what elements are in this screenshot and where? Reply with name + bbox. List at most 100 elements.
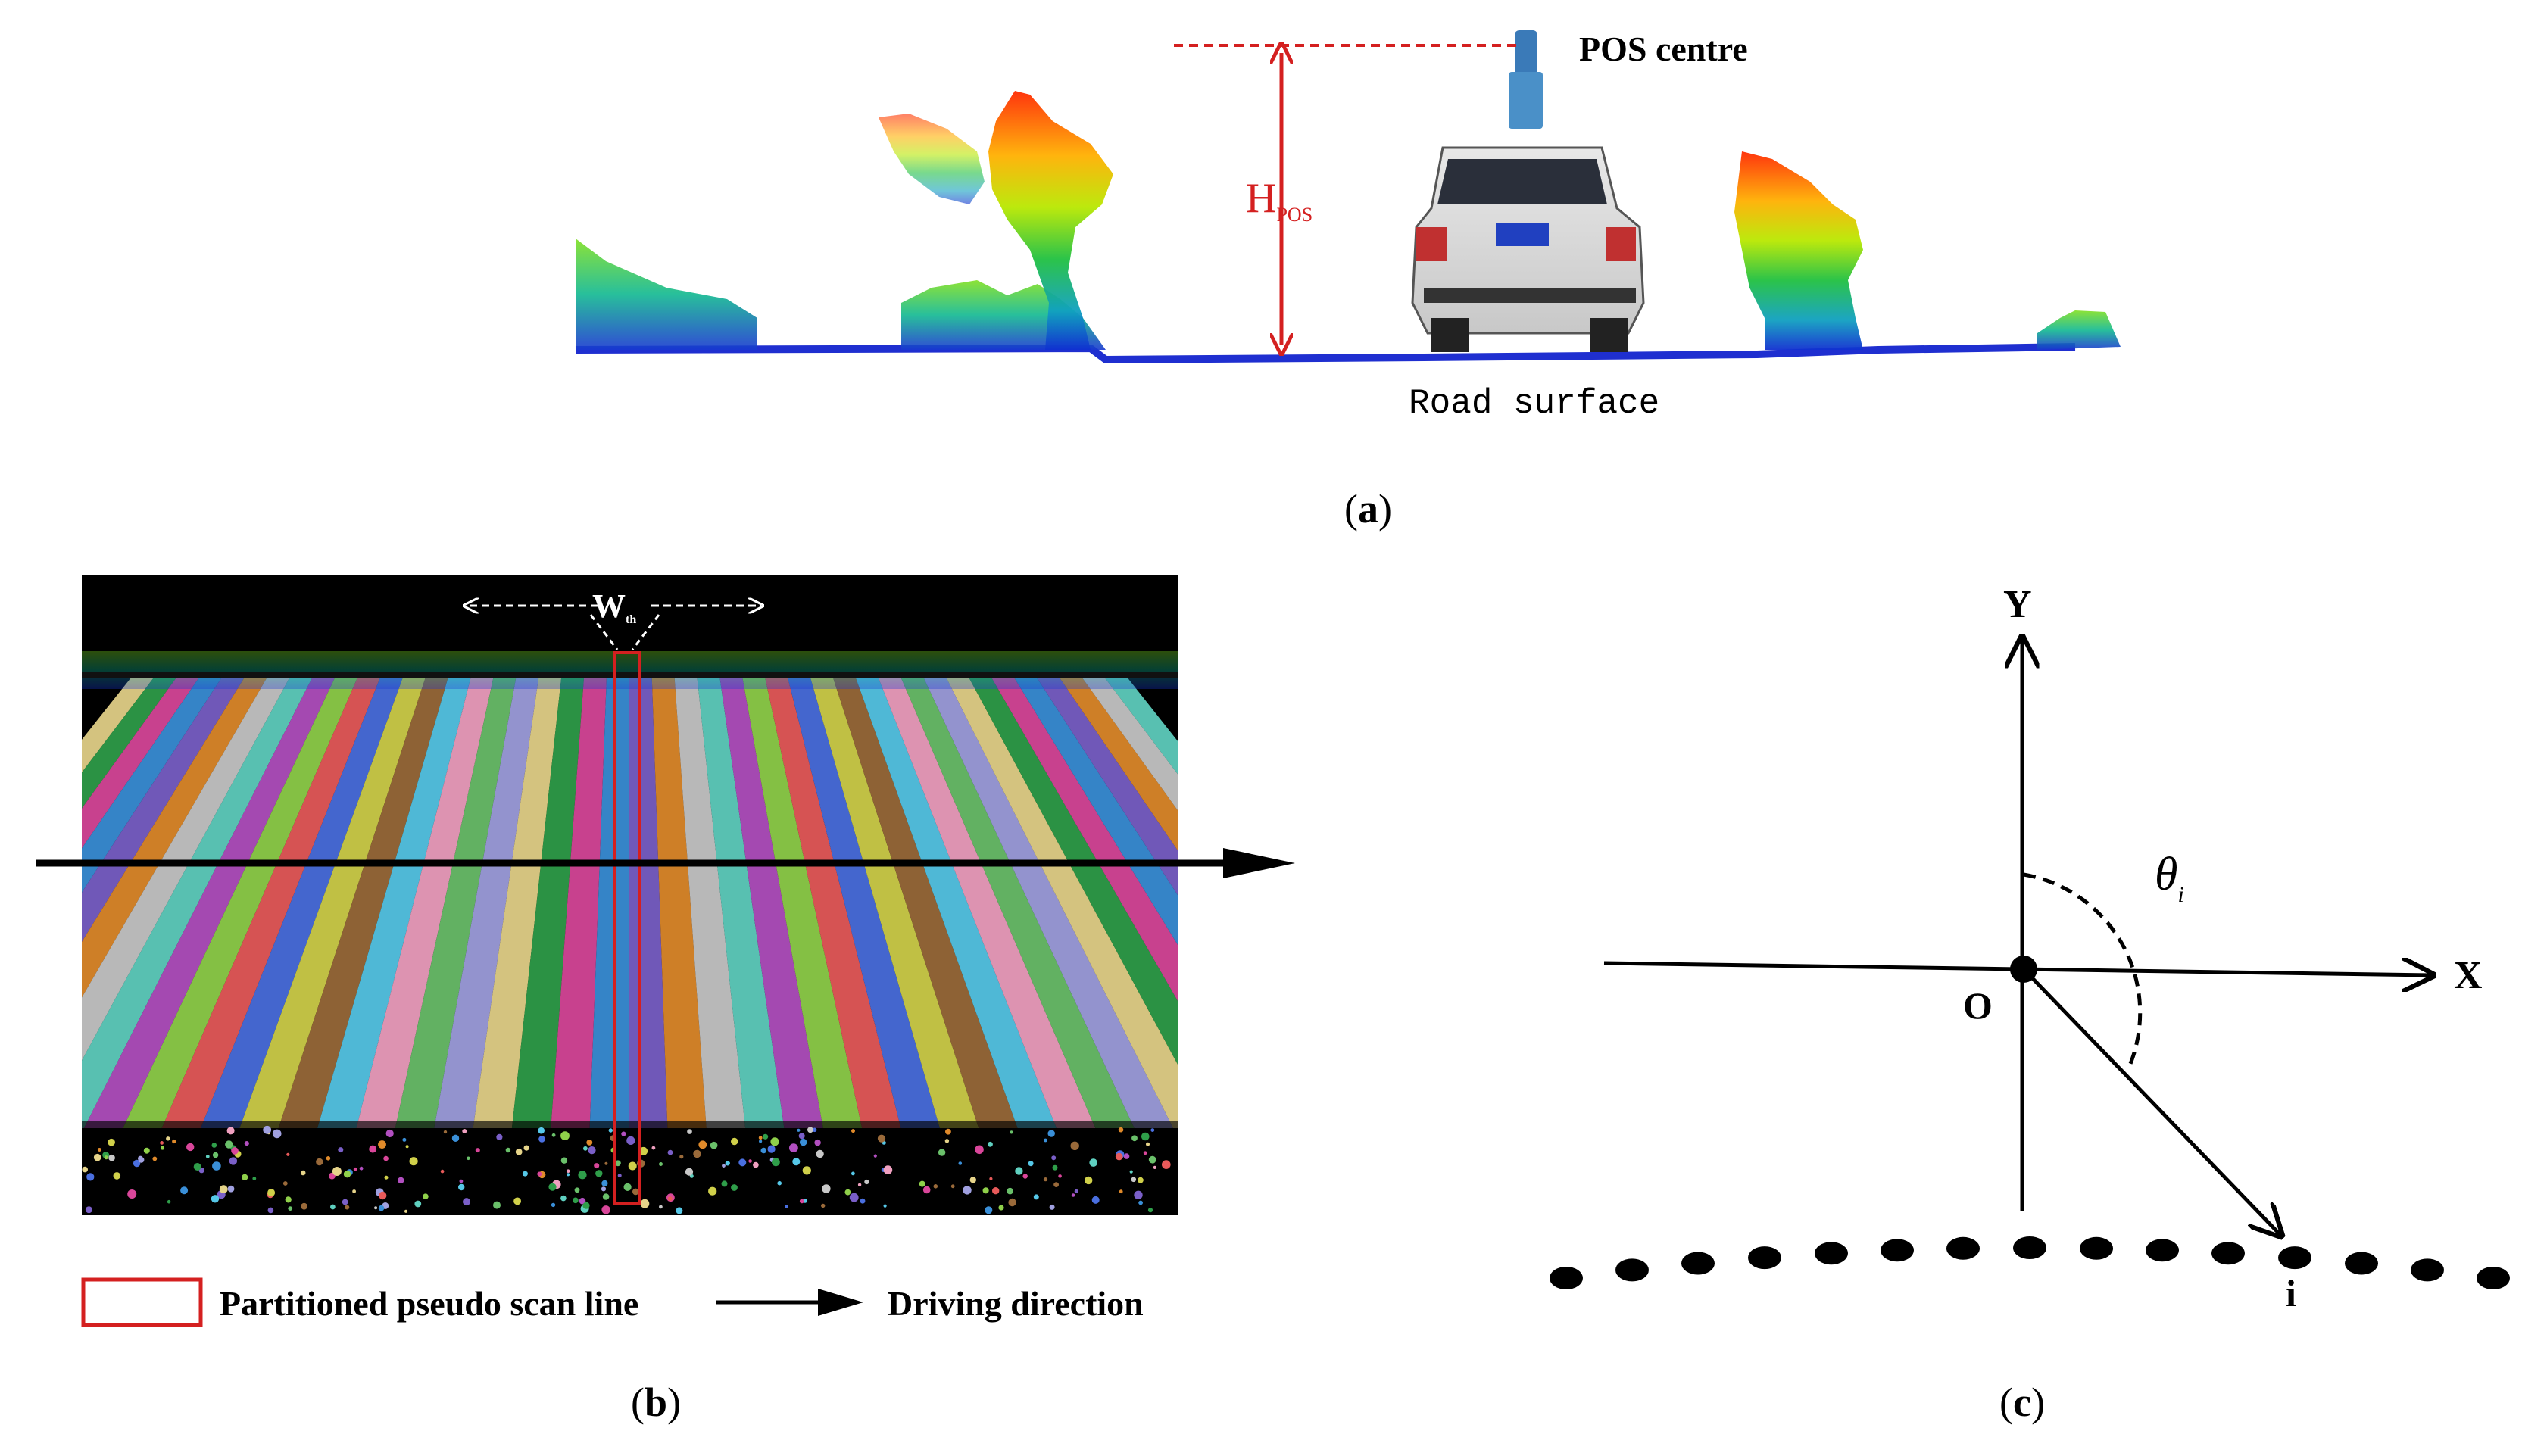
speckle xyxy=(758,1136,763,1140)
scan-stripe xyxy=(82,675,314,1128)
speckle xyxy=(167,1199,171,1204)
speckle xyxy=(384,1175,389,1180)
speckle xyxy=(722,1164,726,1168)
speckle xyxy=(212,1161,221,1171)
scan-stripe xyxy=(719,675,823,1128)
theta-label: θi xyxy=(2155,849,2184,907)
speckle xyxy=(676,1207,683,1214)
speckle xyxy=(463,1198,470,1206)
point-i-label: i xyxy=(2286,1272,2296,1314)
scan-point xyxy=(2345,1252,2378,1275)
speckle xyxy=(849,1193,859,1202)
scan-stripe xyxy=(944,675,1178,1128)
speckle xyxy=(1129,1170,1133,1174)
speckle xyxy=(551,1133,556,1137)
speckle xyxy=(316,1158,323,1166)
speckle xyxy=(626,1136,635,1145)
speckle xyxy=(282,1181,288,1186)
speckle xyxy=(816,1149,824,1158)
speckle xyxy=(1051,1155,1057,1161)
scan-stripe xyxy=(1057,675,1178,852)
scan-stripe xyxy=(651,675,707,1128)
scan-point xyxy=(1748,1246,1781,1270)
speckle xyxy=(604,1161,608,1165)
speckle xyxy=(1008,1198,1016,1207)
speckle xyxy=(404,1209,408,1213)
speckle xyxy=(160,1146,165,1150)
speckle xyxy=(992,1187,1000,1195)
scan-point xyxy=(1550,1267,1583,1289)
speckle xyxy=(582,1202,590,1209)
speckle xyxy=(679,1155,684,1159)
speckle xyxy=(950,1184,955,1189)
speckle xyxy=(969,1177,977,1183)
speckle xyxy=(85,1206,92,1214)
speckle xyxy=(864,1179,869,1185)
speckle xyxy=(710,1141,718,1149)
speckle xyxy=(1070,1141,1079,1151)
speckle xyxy=(359,1166,364,1171)
speckle xyxy=(560,1195,567,1202)
speckle xyxy=(409,1157,418,1166)
speckle xyxy=(573,1197,579,1204)
speckle xyxy=(219,1185,228,1194)
speckle xyxy=(127,1189,137,1199)
theta-arc xyxy=(2023,872,2143,1071)
speckle xyxy=(958,1161,963,1165)
scan-point xyxy=(1615,1258,1649,1282)
speckle xyxy=(496,1133,503,1140)
speckle xyxy=(330,1204,336,1210)
speckle xyxy=(659,1162,663,1166)
speckle xyxy=(799,1199,804,1204)
scan-point xyxy=(2080,1236,2113,1260)
speckle xyxy=(205,1155,210,1158)
speckle xyxy=(1131,1177,1137,1183)
speckle xyxy=(1123,1153,1130,1159)
speckle xyxy=(193,1163,201,1171)
speckle xyxy=(566,1169,570,1173)
scan-stripe xyxy=(434,675,539,1128)
speckle xyxy=(285,1196,292,1203)
scan-stripe xyxy=(900,675,1135,1128)
left-curb-cloud xyxy=(576,239,757,350)
width-leader-left xyxy=(589,614,619,650)
speckle xyxy=(919,1180,925,1187)
speckle xyxy=(82,1166,88,1173)
scan-stripe xyxy=(764,675,901,1128)
speckle xyxy=(1044,1138,1047,1143)
speckle xyxy=(574,1187,580,1193)
scan-stripe xyxy=(82,675,291,1061)
scan-stripe xyxy=(697,675,785,1128)
speckle xyxy=(583,1146,588,1151)
speckle xyxy=(588,1146,596,1155)
width-label: Wth xyxy=(592,588,636,626)
speckle xyxy=(1147,1208,1153,1213)
speckle xyxy=(1074,1189,1078,1193)
x-axis-label: X xyxy=(2454,954,2483,997)
speckle xyxy=(263,1125,272,1134)
legend-driving-label: Driving direction xyxy=(888,1284,1144,1323)
speckle xyxy=(286,1152,290,1156)
scan-stripe xyxy=(356,675,495,1128)
speckle xyxy=(475,1148,480,1153)
speckle xyxy=(821,1203,826,1208)
speckle xyxy=(602,1193,610,1200)
speckle xyxy=(1153,1165,1156,1169)
scan-stripes xyxy=(82,675,1178,1128)
speckle xyxy=(505,1147,511,1153)
scan-stripe xyxy=(832,675,1018,1128)
speckle xyxy=(595,1170,603,1177)
speckle xyxy=(601,1186,607,1192)
speckle xyxy=(108,1138,115,1146)
speckle xyxy=(537,1171,542,1177)
speckle xyxy=(458,1183,465,1191)
speckle xyxy=(462,1129,467,1133)
speckle xyxy=(343,1171,351,1178)
speckle xyxy=(369,1145,377,1153)
scan-stripe xyxy=(395,675,517,1128)
speckle xyxy=(945,1128,951,1135)
speckle xyxy=(792,1158,801,1166)
speckle xyxy=(731,1184,738,1191)
caption-c: (c) xyxy=(1999,1380,2045,1425)
